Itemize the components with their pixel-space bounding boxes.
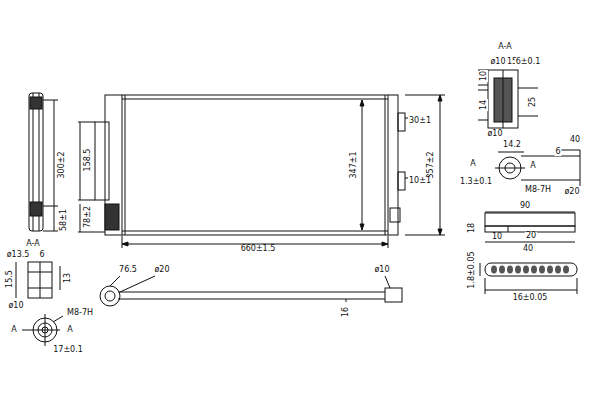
dimension-label: 18 <box>468 222 476 234</box>
dimension-label: 25 <box>529 96 537 108</box>
dimension-label: 10 <box>491 233 503 241</box>
dimension-label: 40 <box>569 136 581 144</box>
dimension-label: M8-7H <box>524 186 552 194</box>
dimension-label: 6±0.1 <box>515 58 542 66</box>
dimension-label: 90 <box>519 202 531 210</box>
dimension-label: 16±0.05 <box>512 294 549 302</box>
dimension-label: 20 <box>525 232 537 240</box>
dimension-label: 300±2 <box>58 150 66 179</box>
dimension-label: ø10 <box>489 58 506 66</box>
dimension-label: ø20 <box>153 266 170 274</box>
dimension-label: A-A <box>497 43 512 51</box>
dimension-label: ø20 <box>563 188 580 196</box>
dimension-label: 58±1 <box>60 208 68 232</box>
dimension-label: A-A <box>25 240 40 248</box>
dimension-label: ø10 <box>373 266 390 274</box>
dimension-label: 660±1.5 <box>240 245 277 253</box>
dimension-label: M8-7H <box>66 309 94 317</box>
dimension-label: 357±2 <box>427 150 435 179</box>
dimension-label: ø10 <box>486 130 503 138</box>
dimension-label: 10 <box>480 70 488 82</box>
dimension-label: 14 <box>480 99 488 111</box>
dimension-label: 14.2 <box>502 141 522 149</box>
dimension-label: A <box>10 326 17 334</box>
dimension-label: 76.5 <box>118 266 138 274</box>
dimension-label: 78±2 <box>84 205 92 229</box>
dimension-label: 10±1 <box>408 177 432 185</box>
dimension-label: 40 <box>522 245 534 253</box>
dimension-label: 6 <box>554 148 561 156</box>
dimension-label: 1.3±0.1 <box>459 178 493 186</box>
dimension-label: 6 <box>38 251 45 259</box>
dimension-label: 158.5 <box>84 148 92 173</box>
dimension-label: ø10 <box>7 302 24 310</box>
dimension-label: 347±1 <box>350 150 358 179</box>
dimension-label: A <box>529 162 536 170</box>
dimension-label: ø13.5 <box>6 251 31 259</box>
dimension-label: 13 <box>64 272 72 284</box>
dimension-label: 16 <box>342 306 350 318</box>
dimension-label: A <box>66 326 73 334</box>
dimension-label: A <box>469 160 476 168</box>
dimension-label: 15.5 <box>6 269 14 289</box>
dimension-label: 1.8±0.05 <box>468 250 476 289</box>
dimension-label: 30±1 <box>408 117 432 125</box>
dimension-label: 17±0.1 <box>52 346 84 354</box>
